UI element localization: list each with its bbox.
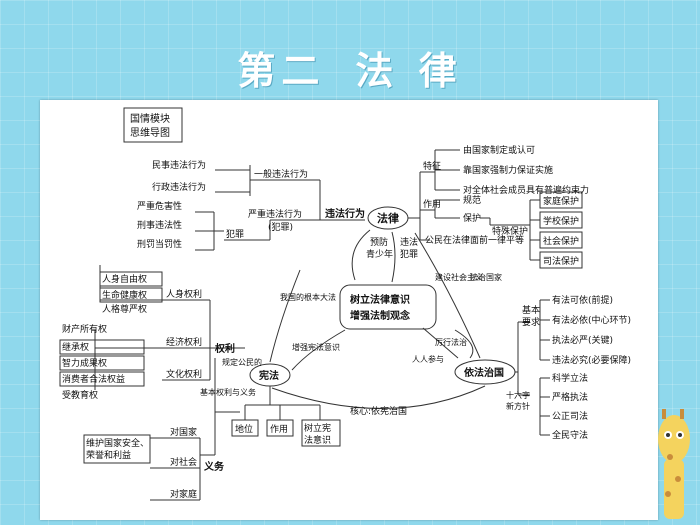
- personal-label: 人身权利: [166, 288, 202, 300]
- economic-4: 消费者合法权益: [62, 373, 125, 385]
- family-label: 对家庭: [170, 488, 197, 500]
- policy-3: 公正司法: [552, 410, 588, 422]
- basic-4: 违法必究(必要保障): [552, 354, 631, 366]
- protection-2: 学校保护: [543, 215, 579, 227]
- arrow-label-1b: 青少年: [366, 248, 393, 260]
- content-1: 规定公民的: [222, 357, 262, 367]
- country-label: 对国家: [170, 426, 197, 438]
- equality-label: 公民在法律面前一律平等: [425, 234, 524, 246]
- basic-2: 有法必依(中心环节): [552, 314, 631, 326]
- crime-trait-1: 严重危害性: [137, 200, 182, 212]
- crime-trait-2: 刑事违法性: [137, 219, 182, 231]
- slide-title: 第二法 律: [0, 40, 700, 95]
- awareness-1: 树立宪: [304, 422, 331, 434]
- economic-3: 智力成果权: [62, 357, 107, 369]
- center-line-2: 增强法制观念: [350, 309, 410, 322]
- protection-1: 家庭保护: [543, 195, 579, 207]
- slide-title-part1: 第二: [237, 49, 326, 93]
- arrow-label-5: 建设社会主义: [435, 272, 483, 282]
- economic-label: 经济权利: [166, 336, 202, 348]
- awareness-2: 法意识: [304, 434, 331, 446]
- trait-2: 靠国家强制力保证实施: [463, 164, 553, 176]
- traits-label: 特征: [423, 160, 441, 172]
- basic-3: 执法必严(关键): [552, 334, 613, 346]
- personal-1: 人身自由权: [102, 273, 147, 285]
- core-label: 核心:依宪治国: [350, 405, 407, 417]
- arrow-label-3: 我国的根本大法: [280, 292, 336, 302]
- legend-line-1: 国情模块: [130, 112, 170, 125]
- basic-label-2: 要求: [522, 316, 540, 328]
- policy-4: 全民守法: [552, 429, 588, 441]
- arrow-label-1a: 预防: [370, 236, 388, 248]
- legend-box: [123, 107, 183, 143]
- serious-label: 严重违法行为: [248, 208, 302, 220]
- general-label: 一般违法行为: [254, 168, 308, 180]
- culture-label: 文化权利: [166, 368, 202, 380]
- economic-5: 受教育权: [62, 389, 98, 401]
- general-item-1: 民事违法行为: [152, 159, 206, 171]
- constitution-item-2: 作用: [270, 423, 288, 435]
- arrow-label-2a: 违法: [400, 236, 418, 248]
- giraffe-mascot-icon: [658, 409, 690, 519]
- center-node: [339, 284, 437, 330]
- country-item-2: 荣誉和利益: [86, 449, 131, 461]
- arrow-label-8: 增强宪法意识: [292, 342, 340, 352]
- arrow-label-6: 厉行法治: [435, 337, 467, 347]
- constitution-label: 宪法: [259, 369, 279, 382]
- rights-node: 权利: [214, 342, 235, 355]
- trait-1: 由国家制定或认可: [463, 144, 535, 156]
- personal-2: 生命健康权: [102, 289, 147, 301]
- serious-sub: (犯罪): [268, 222, 293, 233]
- regulate-label: 规范: [463, 194, 481, 206]
- protection-3: 社会保护: [543, 235, 579, 247]
- crime-trait-3: 刑罚当罚性: [137, 238, 182, 250]
- mind-map-panel: 国情模块 思维导图 民事违法行为 行政违法行为 一般违法行为 严重违法行为 (犯…: [40, 100, 658, 520]
- general-item-2: 行政违法行为: [152, 181, 206, 193]
- slide-title-part2: 法 律: [355, 49, 463, 93]
- illegal-node: 违法行为: [325, 207, 365, 220]
- content-2: 基本权利与义务: [200, 387, 256, 397]
- rule-of-law-label: 依法治国: [464, 366, 504, 379]
- special-protect-label: 特殊保护: [492, 225, 528, 237]
- legend-line-2: 思维导图: [130, 126, 170, 139]
- protect-label: 保护: [463, 212, 481, 224]
- mind-map-diagram: 国情模块 思维导图 民事违法行为 行政违法行为 一般违法行为 严重违法行为 (犯…: [59, 107, 631, 501]
- country-item-1: 维护国家安全、: [86, 437, 149, 449]
- trait-3: 对全体社会成员具有普遍约束力: [463, 184, 589, 196]
- basic-1: 有法可依(前提): [552, 294, 613, 306]
- law-label: 法律: [377, 211, 399, 225]
- economic-2: 继承权: [62, 341, 89, 353]
- center-line-1: 树立法律意识: [350, 293, 410, 306]
- arrow-label-4: 法治国家: [470, 272, 502, 282]
- protection-4: 司法保护: [543, 255, 579, 267]
- basic-label-1: 基本: [522, 304, 540, 316]
- policy-1: 科学立法: [552, 372, 588, 384]
- society-label: 对社会: [170, 456, 197, 468]
- constitution-item-1: 地位: [235, 423, 253, 435]
- policy-2: 严格执法: [552, 391, 588, 403]
- personal-3: 人格尊严权: [102, 303, 147, 315]
- arrow-label-2b: 犯罪: [400, 249, 418, 260]
- policy-label-2: 新方针: [506, 401, 530, 411]
- duties-node: 义务: [204, 460, 225, 473]
- economic-1: 财产所有权: [62, 323, 107, 335]
- crime-label: 犯罪: [226, 229, 244, 240]
- arrow-label-7: 人人参与: [412, 354, 444, 364]
- functions-label: 作用: [423, 198, 441, 210]
- policy-label-1: 十六字: [506, 390, 530, 400]
